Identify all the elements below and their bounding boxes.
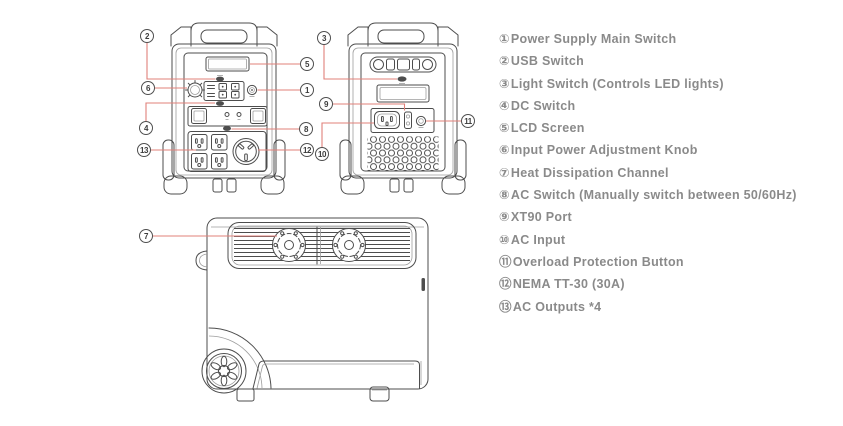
wheel-shape	[201, 348, 247, 394]
side-slot-shape	[421, 278, 425, 291]
callout-badge-2: 2	[140, 29, 154, 43]
legend-label-4: DC Switch	[510, 98, 576, 113]
legend-item-3: ③Light Switch (Controls LED lights)	[499, 73, 829, 95]
legend-num-9: ⑨	[499, 210, 510, 225]
callout-leader-lines	[145, 43, 462, 237]
input-knob-shape	[185, 80, 205, 98]
callout-badge-12: 12	[300, 143, 314, 157]
callout-badge-8: 8	[299, 122, 313, 136]
fan-left-shape	[272, 228, 306, 262]
ac-freq-switch-shape	[223, 126, 231, 131]
legend-num-8: ⑧	[499, 188, 510, 203]
lcd-screen-shape	[205, 56, 250, 72]
legend-num-11: ⑪	[499, 254, 512, 269]
legend-item-6: ⑥Input Power Adjustment Knob	[499, 139, 829, 161]
legend-label-6: Input Power Adjustment Knob	[510, 143, 698, 158]
callout-badge-1: 1	[300, 83, 314, 97]
legend-item-12: ⑫NEMA TT-30 (30A)	[499, 273, 829, 295]
callout-badge-9: 9	[319, 97, 333, 111]
callout-badge-11: 11	[461, 114, 475, 128]
legend-item-9: ⑨XT90 Port	[499, 206, 829, 228]
callout-badge-4: 4	[139, 121, 153, 135]
light-switch-shape	[397, 76, 407, 84]
legend-num-13: ⑬	[499, 299, 512, 314]
side-view-drawing	[195, 217, 429, 402]
callout-badge-6: 6	[141, 81, 155, 95]
dc-switch-shape	[216, 101, 224, 106]
main-switch-shape	[246, 84, 258, 97]
legend-label-11: Overload Protection Button	[512, 254, 684, 269]
xt90-port-shape	[404, 111, 412, 129]
legend-item-4: ④DC Switch	[499, 95, 829, 117]
legend-label-2: USB Switch	[510, 54, 585, 69]
dc-output-panel-shape	[187, 106, 268, 127]
button-cluster-shape	[203, 81, 245, 101]
rear-port-panel-shape	[370, 108, 435, 133]
legend-num-5: ⑤	[499, 121, 510, 136]
legend-num-10: ⑩	[499, 232, 510, 247]
rear-foot-shape	[369, 386, 390, 402]
legend-num-6: ⑥	[499, 143, 510, 158]
legend-item-7: ⑦Heat Dissipation Channel	[499, 162, 829, 184]
legend-num-12: ⑫	[499, 277, 512, 292]
callout-badge-10: 10	[315, 147, 329, 161]
heat-grille-shape	[227, 222, 417, 269]
side-handle-shape	[195, 250, 208, 271]
callout-badge-7: 7	[139, 229, 153, 243]
callout-badge-5: 5	[300, 57, 314, 71]
legend-num-7: ⑦	[499, 165, 510, 180]
legend-label-5: LCD Screen	[510, 121, 585, 136]
legend-label-8: AC Switch (Manually switch between 50/60…	[510, 188, 797, 203]
legend-label-13: AC Outputs *4	[512, 299, 602, 314]
ac-input-shape	[374, 111, 400, 129]
callout-badge-13: 13	[137, 143, 151, 157]
legend-item-10: ⑩AC Input	[499, 229, 829, 251]
legend-label-9: XT90 Port	[510, 210, 572, 225]
legend-item-5: ⑤LCD Screen	[499, 117, 829, 139]
legend-num-2: ②	[499, 54, 510, 69]
parts-legend: ①Power Supply Main Switch ②USB Switch ③L…	[499, 28, 829, 318]
legend-num-3: ③	[499, 76, 510, 91]
led-light-bar-shape	[369, 56, 437, 73]
legend-item-13: ⑬AC Outputs *4	[499, 296, 829, 318]
legend-item-2: ②USB Switch	[499, 50, 829, 72]
callout-badge-3: 3	[317, 31, 331, 45]
legend-item-11: ⑪Overload Protection Button	[499, 251, 829, 273]
legend-item-8: ⑧AC Switch (Manually switch between 50/6…	[499, 184, 829, 206]
back-view-drawing	[339, 22, 467, 195]
front-view-drawing	[162, 22, 286, 195]
legend-label-3: Light Switch (Controls LED lights)	[510, 76, 724, 91]
legend-label-10: AC Input	[510, 232, 566, 247]
nema-tt30-shape	[232, 138, 260, 165]
vent-hole-grid	[367, 136, 439, 172]
legend-label-1: Power Supply Main Switch	[510, 32, 677, 46]
legend-label-12: NEMA TT-30 (30A)	[512, 277, 625, 292]
overload-button-shape	[415, 115, 427, 128]
legend-item-1: ①Power Supply Main Switch	[499, 28, 829, 50]
legend-num-4: ④	[499, 98, 510, 113]
fan-right-shape	[332, 228, 366, 262]
reflector-panel-shape	[376, 84, 430, 103]
usb-switch-shape	[216, 75, 224, 82]
legend-num-1: ①	[499, 32, 510, 46]
ac-outlet-panel-shape	[187, 131, 267, 172]
legend-label-7: Heat Dissipation Channel	[510, 165, 669, 180]
